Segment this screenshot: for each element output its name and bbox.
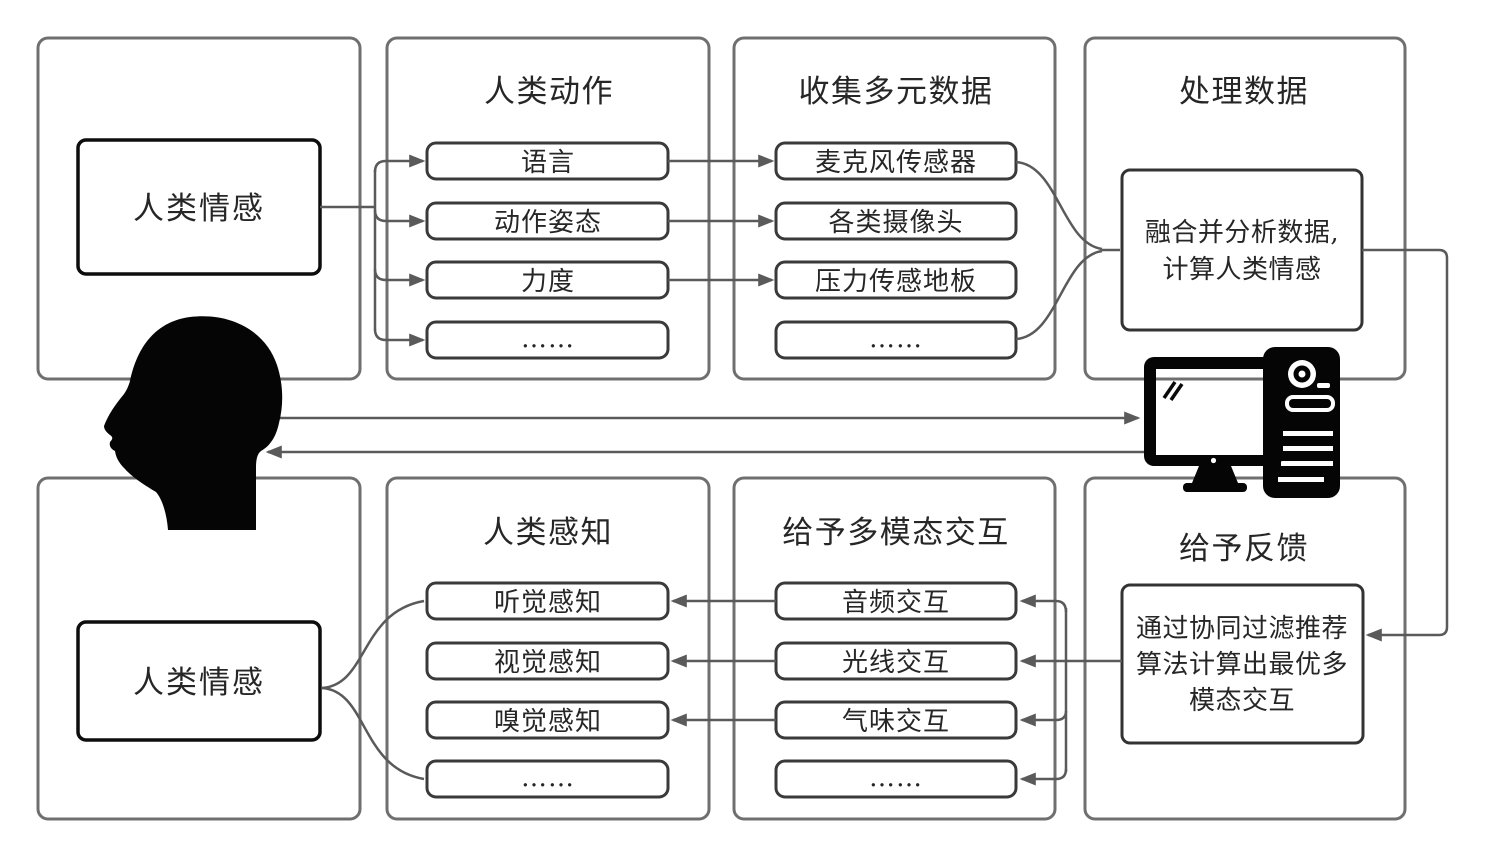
brace-perception-lower — [321, 686, 425, 781]
label-action-more: …… — [521, 324, 575, 354]
monitor-stand — [1192, 466, 1238, 483]
arrow-to-action-more — [373, 328, 426, 347]
arrow-feedback-to-interaction-more — [1019, 768, 1068, 786]
process-text-line2: 计算人类情感 — [1162, 255, 1321, 285]
label-audio-interaction: 音频交互 — [842, 588, 950, 618]
arrow-to-speech — [373, 154, 426, 173]
sensor-box-more — [774, 320, 1018, 360]
label-microphone: 麦克风传感器 — [815, 148, 977, 178]
arrow-feedback-to-scent — [1019, 710, 1068, 727]
label-vision: 视觉感知 — [494, 648, 602, 678]
label-human-emotion-top: 人类情感 — [133, 191, 265, 227]
tower-vent-2 — [1281, 446, 1333, 451]
title-collect-data: 收集多元数据 — [799, 74, 994, 110]
arrow-to-force — [373, 268, 426, 287]
title-multimodal-interaction: 给予多模态交互 — [782, 515, 1010, 551]
screen-reflection — [1162, 381, 1184, 401]
panel-multimodal-interaction — [732, 476, 1057, 821]
label-sensor-more: …… — [869, 324, 923, 354]
process-analysis-box — [1120, 168, 1364, 332]
head-silhouette-icon — [104, 316, 283, 530]
connectors — [265, 154, 1449, 786]
tower-vent-1 — [1281, 431, 1333, 436]
monitor-base — [1183, 483, 1247, 492]
brace-sensors-upper — [1015, 160, 1103, 251]
label-hearing: 听觉感知 — [494, 588, 602, 618]
tower-led — [1317, 383, 1330, 388]
feedback-text-line2: 算法计算出最优多 — [1136, 650, 1348, 680]
feedback-algorithm-box — [1120, 583, 1365, 745]
title-human-actions: 人类动作 — [484, 74, 614, 110]
title-human-perception: 人类感知 — [483, 515, 613, 551]
perception-box-more — [425, 759, 670, 799]
arrow-feedback-to-audio — [1019, 594, 1068, 613]
label-force: 力度 — [521, 267, 575, 297]
brace-sensors-lower — [1015, 249, 1103, 341]
label-human-emotion-bottom: 人类情感 — [133, 665, 265, 701]
process-text-line1: 融合并分析数据, — [1145, 218, 1339, 248]
feedback-text-line3: 模态交互 — [1189, 686, 1295, 716]
label-light-interaction: 光线交互 — [842, 648, 950, 678]
emotion-box-bottom — [76, 620, 322, 742]
label-speech: 语言 — [521, 148, 575, 178]
feedback-text-line1: 通过协同过滤推荐 — [1136, 614, 1348, 644]
monitor-power-dot — [1210, 457, 1217, 464]
label-interaction-more: …… — [869, 763, 923, 793]
sensor-box-pressure-floor — [774, 260, 1018, 300]
tower-speaker-dot — [1298, 370, 1306, 378]
title-process-data: 处理数据 — [1179, 74, 1309, 110]
arrow-to-posture — [373, 209, 426, 228]
desktop-computer-icon — [1144, 347, 1340, 498]
label-posture: 动作姿态 — [494, 208, 602, 238]
action-box-more — [425, 320, 670, 360]
perception-box-smell — [425, 700, 670, 740]
connector-process-to-feedback — [1362, 248, 1449, 642]
interaction-box-more — [774, 759, 1018, 799]
panel-give-feedback — [1083, 476, 1407, 821]
label-smell: 嗅觉感知 — [494, 707, 602, 737]
sensor-box-camera — [774, 201, 1018, 241]
label-camera: 各类摄像头 — [828, 208, 963, 238]
panel-process-data — [1083, 36, 1407, 381]
label-pressure-floor: 压力传感地板 — [815, 267, 977, 297]
panel-human-perception — [385, 476, 711, 821]
computer-monitor — [1144, 357, 1283, 466]
tower-vent-4 — [1278, 477, 1324, 482]
title-give-feedback: 给予反馈 — [1179, 531, 1309, 567]
label-scent-interaction: 气味交互 — [842, 707, 950, 737]
panel-human-actions — [385, 36, 711, 381]
perception-box-hearing — [425, 581, 670, 621]
sensor-box-microphone — [774, 141, 1018, 181]
tower-vent-3 — [1281, 461, 1333, 466]
perception-box-vision — [425, 641, 670, 681]
label-perception-more: …… — [521, 763, 575, 793]
panel-collect-data — [732, 36, 1057, 381]
brace-perception-upper — [321, 599, 425, 690]
tower-drive-slot — [1285, 395, 1335, 412]
